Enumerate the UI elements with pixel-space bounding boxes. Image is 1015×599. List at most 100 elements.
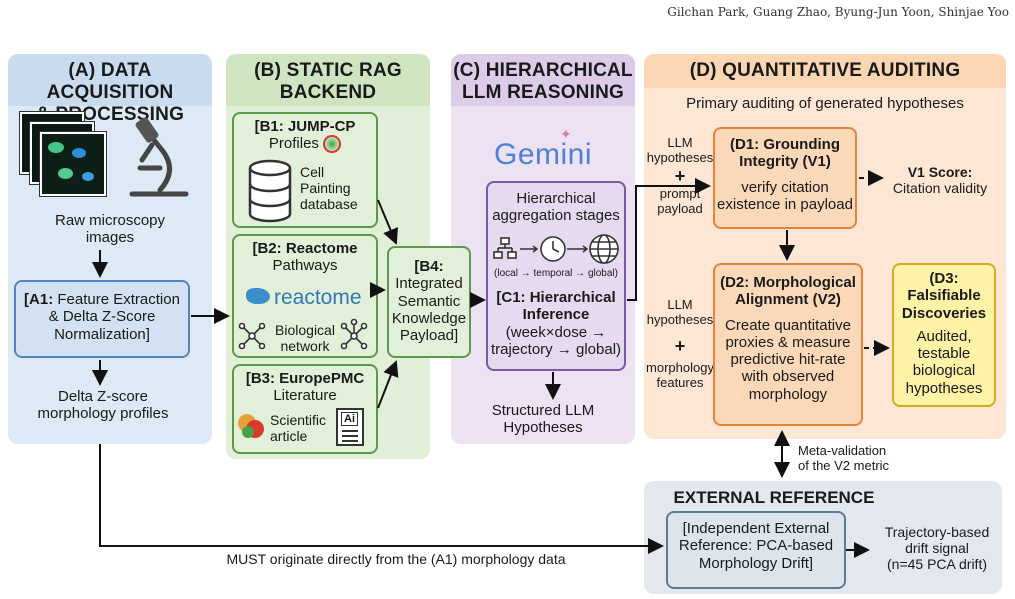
drift-line3: (n=45 PCA drift) <box>887 556 987 573</box>
b3-title: [B3: EuropePMC <box>245 370 365 387</box>
c1-line4: trajectory → global) <box>490 340 622 358</box>
b4-line3: Semantic <box>397 292 461 310</box>
llm-hypotheses-prompt-label: LLM hypotheses + prompt payload <box>640 135 720 216</box>
d1-line3: verify citation <box>741 178 829 196</box>
b1-line3: database <box>300 196 358 213</box>
external-title: EXTERNAL REFERENCE <box>673 488 875 507</box>
panel-b-title-line2: BACKEND <box>279 82 377 103</box>
d2-line3: Create quantitative <box>725 316 851 334</box>
panel-c-title-line1: (C) HIERARCHICAL <box>453 60 633 81</box>
meta-validation-label: Meta-validation of the V2 metric <box>798 443 889 474</box>
delta-zscore-label: Delta Z-score morphology profiles <box>8 388 198 423</box>
b3-line2: article <box>270 428 308 445</box>
panel-d-header <box>644 54 1006 88</box>
morph-line2: features <box>656 374 704 390</box>
b1-line2: Painting <box>300 180 351 197</box>
drift-line2: drift signal <box>905 540 969 557</box>
panel-d-title: (D) QUANTITATIVE AUDITING <box>689 60 961 81</box>
d1-line2: Integrity (V1) <box>739 153 831 171</box>
llm-hyp2-line2: hypotheses <box>646 311 714 327</box>
europepmc-logo-icon <box>238 412 266 440</box>
reactome-logo-text: reactome <box>274 286 362 309</box>
d3-falsifiable-box <box>892 263 996 407</box>
v1-line1: V1 Score: <box>907 164 973 180</box>
d3-text: (D3: Falsifiable Discoveries Audited, te… <box>892 270 996 397</box>
authors: Gilchan Park, Guang Zhao, Byung-Jun Yoon… <box>667 5 1009 19</box>
microscopy-images-icon <box>20 112 120 202</box>
d2-text: (D2: Morphological Alignment (V2) Create… <box>713 274 863 403</box>
b1-body: Cell Painting database <box>300 164 358 212</box>
c-agg-text: Hierarchical aggregation stages <box>486 190 626 225</box>
a1-text: [A1: Feature Extraction & Delta Z-Score … <box>14 291 190 343</box>
llm-hyp-line2: hypotheses <box>646 149 714 165</box>
raw-images-label: Raw microscopy images <box>8 212 212 247</box>
a1-feature-extraction-box <box>14 280 190 358</box>
llm-hyp2-line1: LLM <box>667 297 693 312</box>
panel-b-header <box>226 54 430 106</box>
document-icon-label: Ai <box>341 412 358 426</box>
jump-cp-logo-icon <box>323 135 342 154</box>
external-line1: [Independent External <box>682 520 830 537</box>
d1-line4: existence in payload <box>717 195 853 213</box>
b1-line1: Cell <box>300 164 325 180</box>
reactome-logo-icon <box>244 284 274 308</box>
gemini-sparkle-icon: ✦ <box>560 126 572 142</box>
prompt-line1: prompt <box>659 185 701 201</box>
d2-line5: predictive hit-rate <box>730 351 846 368</box>
d1-grounding-box <box>713 127 857 229</box>
panel-c-header <box>451 54 635 106</box>
raw-images-line1: Raw microscopy <box>54 212 166 229</box>
b3-header: [B3: EuropePMC Literature <box>232 370 378 405</box>
plus-sign: + <box>674 165 686 186</box>
d3-line3: Discoveries <box>901 304 987 322</box>
bottom-arrow-label: MUST originate directly from the (A1) mo… <box>226 551 566 567</box>
b2-line2: network <box>280 338 330 355</box>
agg-caption: (local → temporal → global) <box>494 268 618 279</box>
d2-line2: Alignment (V2) <box>735 291 841 309</box>
d2-line4: proxies & measure <box>725 333 851 351</box>
a1-line1: Feature Extraction <box>57 291 180 308</box>
agg-line2: aggregation stages <box>492 207 620 225</box>
c-output-line2: Hypotheses <box>503 419 583 437</box>
c1-line3: (week×dose → <box>505 323 607 341</box>
b1-header: [B1: JUMP-CP Profiles <box>232 118 378 154</box>
delta-line1: Delta Z-score <box>57 388 149 405</box>
b4-line2: Integrated <box>395 275 463 293</box>
external-box-text: [Independent External Reference: PCA-bas… <box>666 520 846 572</box>
external-reference-box <box>666 511 846 589</box>
raw-images-line2: images <box>85 229 135 247</box>
a1-line3: Normalization] <box>54 325 150 343</box>
b2-line1: Biological <box>275 322 335 338</box>
llm-hypotheses-morph-label: LLM hypotheses + morphology features <box>640 297 720 390</box>
external-line3: Morphology Drift] <box>698 554 814 572</box>
c-output-label: Structured LLM Hypotheses <box>451 402 635 437</box>
d3-line1: (D3: <box>929 270 959 287</box>
d3-line2: Falsifiable <box>907 287 981 305</box>
b3-body: Scientific article <box>270 412 326 444</box>
d3-line5: testable <box>917 345 971 362</box>
morph-line1: morphology <box>646 359 714 375</box>
b4-text: [B4: Integrated Semantic Knowledge Paylo… <box>387 258 471 344</box>
b3-line1: Scientific <box>270 412 327 428</box>
c-output-line1: Structured LLM <box>491 402 595 419</box>
d2-line1: (D2: Morphological <box>720 274 856 291</box>
delta-line2: morphology profiles <box>37 405 169 423</box>
prompt-line2: payload <box>657 200 703 216</box>
d2-line7: morphology <box>748 385 828 403</box>
b2-body: Biological network <box>272 322 338 354</box>
d3-line7: hypotheses <box>905 379 983 397</box>
d2-morphological-box <box>713 263 863 426</box>
drift-line1: Trajectory-based <box>884 524 990 540</box>
d3-line6: biological <box>912 362 976 380</box>
panel-a-title-line1: (A) DATA ACQUISITION <box>46 60 174 103</box>
b4-line5: Payload] <box>399 327 459 344</box>
c1-text: [C1: Hierarchical Inference (week×dose →… <box>486 289 626 358</box>
b3-sub: Literature <box>273 387 337 405</box>
a1-code: [A1: <box>24 291 54 308</box>
meta-line1: Meta-validation <box>798 443 887 458</box>
b1-title: [B1: JUMP-CP <box>254 118 356 135</box>
b2-sub: Pathways <box>272 257 338 275</box>
panel-c-title-line2: LLM REASONING <box>462 82 624 103</box>
gemini-logo: Gemini <box>493 138 593 171</box>
d1-text: (D1: Grounding Integrity (V1) verify cit… <box>713 136 857 213</box>
